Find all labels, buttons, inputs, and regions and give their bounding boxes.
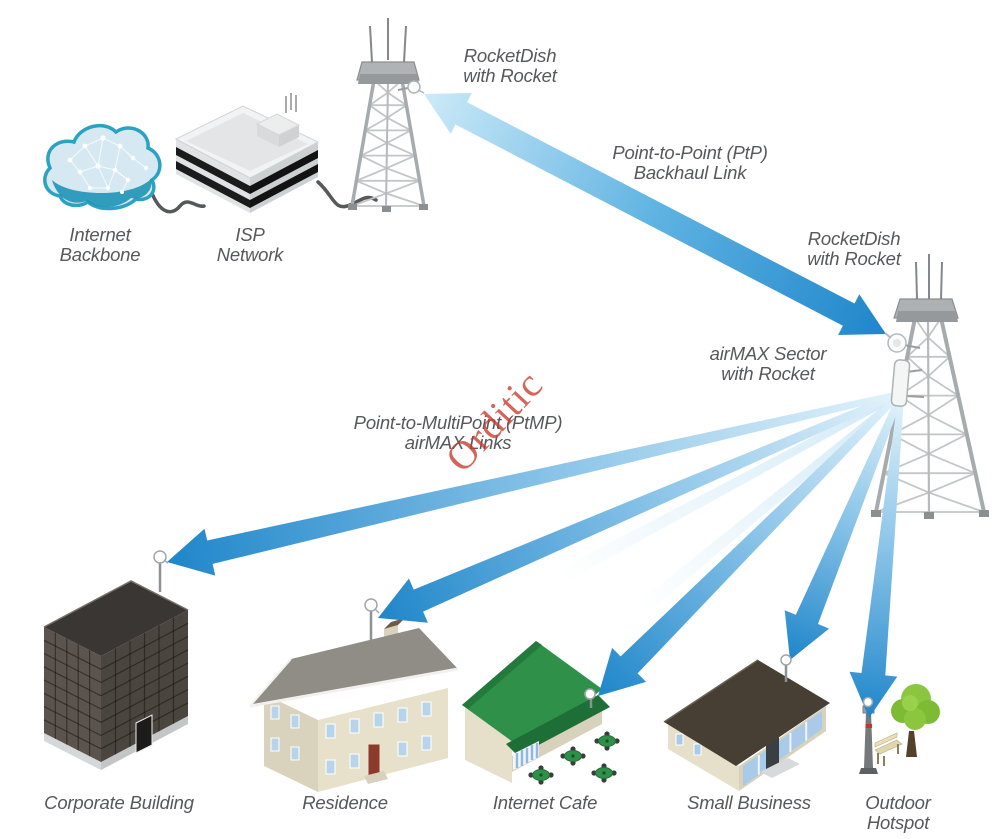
cafe-roof — [462, 641, 602, 753]
tower2-antennas — [915, 254, 943, 300]
isp-roof-antennas — [285, 93, 297, 113]
tree — [891, 684, 940, 757]
internet-cafe-building — [462, 641, 620, 785]
bench — [874, 732, 903, 766]
ptmp-beam-corporate — [167, 391, 900, 576]
cafe-awning — [506, 695, 610, 756]
cpe-antenna-corporate — [153, 550, 169, 592]
corporate-building-label: Corporate Building — [44, 792, 194, 813]
ptmp-beam-small-business — [784, 394, 903, 660]
isp-network-label: ISP Network — [216, 224, 284, 265]
corporate-door — [135, 714, 153, 754]
tower1-antennas — [369, 18, 407, 63]
internet-backbone-label: Internet Backbone — [59, 224, 141, 265]
sector-fan-ray — [635, 393, 902, 616]
cpe-antenna-residence — [364, 598, 380, 642]
corporate-window-grid — [43, 617, 189, 757]
residence-door — [367, 743, 381, 777]
ptp-backhaul-arrow — [424, 93, 886, 335]
residence-label: Residence — [302, 792, 388, 813]
small-business-label: Small Business — [687, 792, 811, 813]
residence-roof — [250, 628, 458, 706]
outdoor-hotspot-site — [859, 684, 940, 774]
outdoor-hotspot-label: Outdoor Hotspot — [865, 792, 931, 833]
ptmp-beam-residence — [378, 391, 901, 623]
radio-tower-2 — [871, 254, 989, 519]
residence-house — [249, 618, 459, 792]
ptmp-links-label: Point-to-MultiPoint (PtMP) airMAX Links — [353, 412, 563, 453]
sector-fan-ray — [554, 392, 901, 585]
ptmp-beam-outdoor-hotspot — [849, 396, 904, 718]
small-business-roof — [664, 660, 830, 766]
rocketdish-antenna-tower1 — [397, 80, 425, 94]
internet-backbone-cloud — [43, 123, 162, 211]
small-business-storefront-glass — [743, 711, 822, 786]
small-business-windows — [675, 733, 702, 756]
small-business-steps — [760, 758, 800, 778]
internet-cafe-label: Internet Cafe — [492, 792, 598, 813]
radio-tower-1 — [348, 18, 428, 212]
residence-windows — [270, 701, 432, 775]
cpe-antenna-outdoor-hotspot — [862, 696, 874, 708]
cafe-tables — [528, 731, 620, 785]
cable-cloud-to-isp — [149, 189, 206, 214]
small-business-building — [663, 659, 830, 791]
airmax-sector-antenna — [890, 359, 925, 407]
airmax-sector-label: airMAX Sector with Rocket — [709, 343, 827, 384]
ptp-backhaul-label: Point-to-Point (PtP) Backhaul Link — [612, 142, 768, 183]
ptmp-beam-internet-cafe — [598, 392, 902, 696]
cpe-antenna-small-business — [780, 654, 792, 682]
cpe-antenna-internet-cafe — [584, 688, 596, 708]
rocketdish-antenna-tower2 — [884, 332, 921, 353]
rocketdish-left-label: RocketDish with Rocket — [463, 45, 557, 86]
isp-network-building — [174, 93, 320, 213]
cafe-striped-curtain — [513, 741, 539, 770]
ptmp-airmax-beams — [167, 391, 904, 718]
residence-steps — [364, 771, 388, 784]
isp-roof-penthouse — [255, 113, 301, 147]
rocketdish-right-label: RocketDish with Rocket — [807, 228, 901, 269]
corporate-building — [43, 580, 189, 770]
